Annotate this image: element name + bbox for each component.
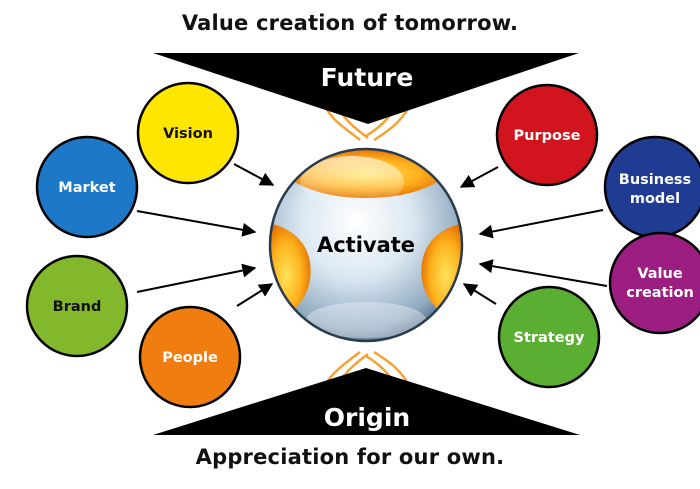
node-label-line-2: creation (626, 285, 694, 301)
node-circle (35, 135, 139, 239)
node-brand: Brand (25, 254, 129, 358)
node-label-line-2: model (630, 191, 680, 207)
node-circle (495, 83, 599, 187)
node-value-creation: Value creation (608, 231, 700, 335)
node-label: Market (58, 180, 115, 196)
node-circle (608, 231, 700, 335)
arrow-purpose (459, 166, 499, 188)
orb-rim (268, 147, 464, 343)
arrow-strategy (462, 283, 497, 305)
top-caption: Value creation of tomorrow. (181, 11, 519, 35)
node-strategy: Strategy (497, 285, 601, 389)
node-purpose: Purpose (495, 83, 599, 187)
origin-banner-shape (153, 368, 580, 435)
arrow-market (136, 210, 257, 237)
bottom-caption: Appreciation for our own. (195, 445, 505, 469)
arrow-business (478, 209, 604, 239)
arrow-brand (136, 263, 257, 293)
center-orb: Activate (268, 147, 464, 343)
node-circle (497, 285, 601, 389)
arrow-people (236, 283, 274, 307)
node-label: Value (637, 266, 683, 282)
node-label: People (162, 350, 218, 366)
node-market: Market (35, 135, 139, 239)
node-circle (25, 254, 129, 358)
arrows (136, 163, 608, 307)
future-banner-label: Future (321, 63, 414, 92)
node-label: Purpose (514, 128, 581, 144)
origin-banner: Origin (153, 368, 580, 435)
future-banner-shape (153, 53, 579, 124)
orb-shine (300, 156, 404, 208)
node-business-model: Business model (603, 135, 700, 239)
node-circle (138, 305, 242, 409)
orb-bottom-glow (306, 302, 426, 338)
node-label: Vision (163, 126, 213, 142)
node-label: Strategy (514, 330, 585, 346)
center-label: Activate (317, 233, 415, 257)
node-people: People (138, 305, 242, 409)
arrow-vision (233, 163, 275, 186)
origin-banner-label: Origin (324, 403, 410, 432)
node-label: Business (619, 172, 691, 188)
future-banner: Future (153, 53, 579, 124)
arrow-value (478, 259, 608, 287)
node-circle (136, 81, 240, 185)
node-label: Brand (53, 299, 102, 315)
node-vision: Vision (136, 81, 240, 185)
